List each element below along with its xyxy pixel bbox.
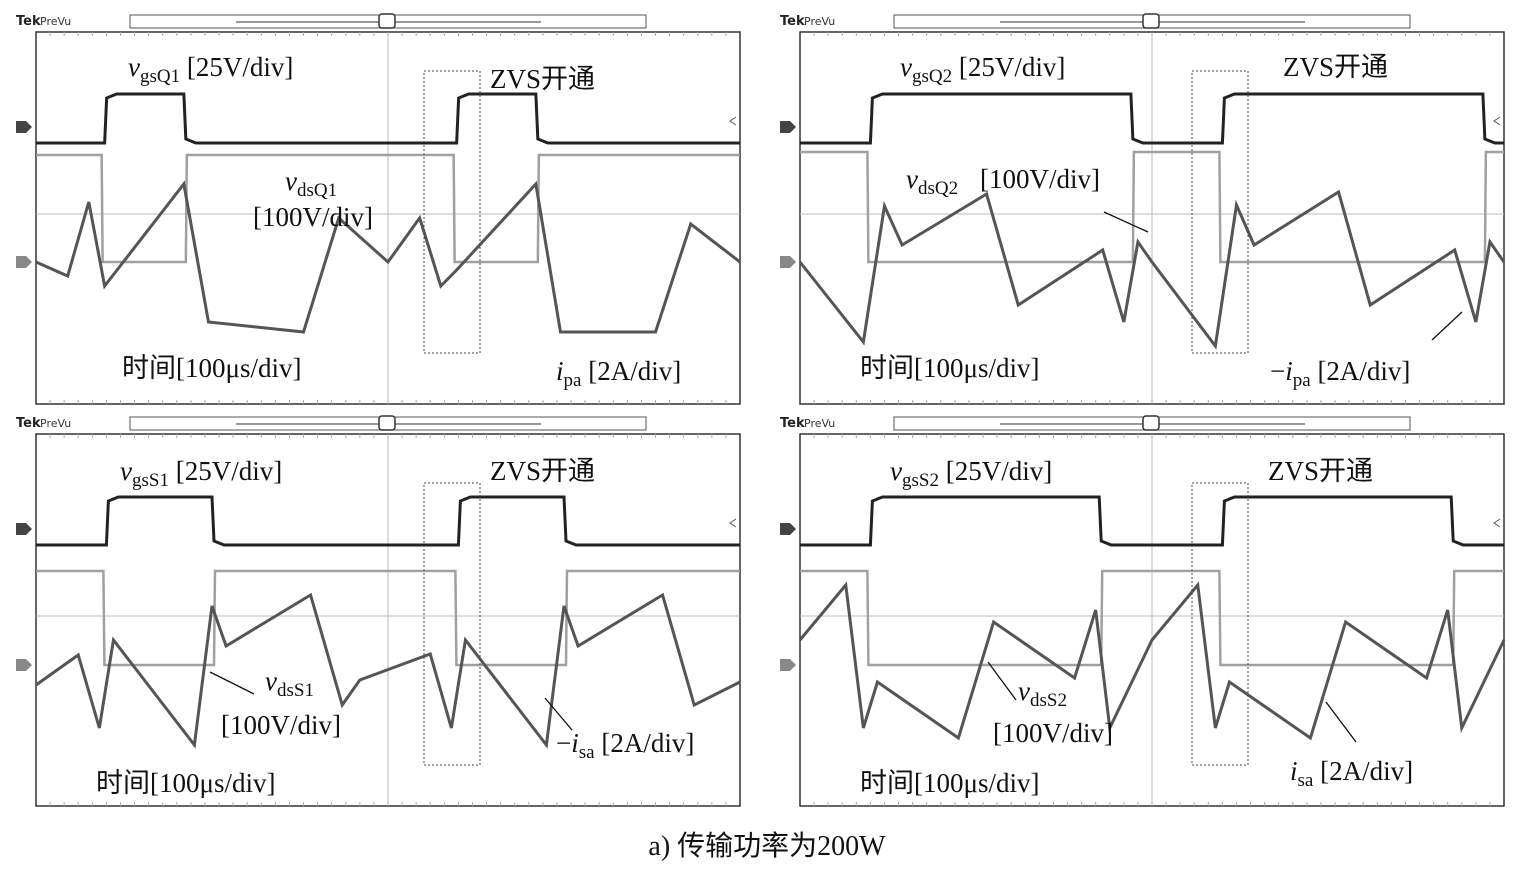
scope-mode: PreVu	[40, 417, 71, 430]
channel-2-marker	[16, 659, 32, 671]
drain-voltage-label: vdsS2	[1018, 676, 1067, 711]
channel-2-marker	[16, 256, 32, 268]
drain-label-leader	[209, 671, 255, 695]
gate-voltage-trace	[800, 92, 1504, 145]
channel-1-marker	[780, 121, 796, 133]
zvs-annotation: ZVS开通	[1283, 52, 1388, 82]
channel-2-marker	[780, 659, 796, 671]
drain-voltage-trace	[800, 569, 1504, 667]
gate-voltage-trace	[36, 92, 740, 145]
gate-voltage-label: vgsS2 [25V/div]	[890, 456, 1052, 491]
gate-voltage-label: vgsS1 [25V/div]	[120, 456, 282, 491]
figure-caption: a) 传输功率为200W	[648, 831, 886, 862]
time-scale-label: 时间[100μs/div]	[96, 768, 275, 798]
current-label: ipa [2A/div]	[556, 356, 681, 391]
drain-voltage-label: vdsQ1	[285, 166, 337, 201]
current-trace	[798, 189, 1506, 350]
zvs-annotation: ZVS开通	[1268, 456, 1373, 486]
zvs-highlight-box	[1191, 482, 1249, 766]
gate-voltage-trace	[36, 495, 740, 547]
drain-voltage-label: vdsS1	[265, 666, 314, 701]
drain-voltage-trace	[36, 569, 740, 667]
drain-voltage-scale: [100V/div]	[253, 202, 373, 232]
drain-voltage-trace	[800, 150, 1504, 264]
drain-voltage-label: vdsQ2	[906, 164, 958, 199]
drain-voltage-scale: [100V/div]	[221, 710, 341, 740]
current-label: −isa [2A/div]	[556, 728, 694, 763]
current-trace	[798, 581, 1506, 741]
current-label-leader	[1325, 701, 1357, 743]
scope-mode: PreVu	[804, 15, 835, 28]
current-trace	[35, 180, 741, 334]
scope-brand: Tek	[780, 416, 805, 431]
trigger-level-marker	[729, 116, 737, 126]
current-label-leader	[1431, 311, 1463, 341]
scope-brand: Tek	[16, 416, 41, 431]
zvs-annotation: ZVS开通	[490, 456, 595, 486]
channel-1-marker	[780, 523, 796, 535]
gate-voltage-trace	[800, 495, 1504, 547]
gate-voltage-label: vgsQ1 [25V/div]	[128, 52, 293, 87]
drain-label-leader	[1103, 211, 1149, 233]
trigger-level-marker	[729, 518, 737, 528]
trigger-level-marker	[1493, 518, 1501, 528]
drain-label-leader	[987, 661, 1017, 701]
scope-mode: PreVu	[804, 417, 835, 430]
scope-brand: Tek	[16, 14, 41, 29]
current-label-leader	[544, 697, 573, 731]
zvs-annotation: ZVS开通	[490, 64, 595, 94]
gate-voltage-label: vgsQ2 [25V/div]	[900, 52, 1065, 87]
channel-1-marker	[16, 121, 32, 133]
drain-voltage-trace	[36, 153, 740, 264]
drain-voltage-scale: [100V/div]	[993, 718, 1113, 748]
time-scale-label: 时间[100μs/div]	[122, 353, 301, 383]
trigger-position-marker	[378, 13, 396, 29]
drain-voltage-scale: [100V/div]	[980, 164, 1100, 194]
trigger-position-marker	[378, 415, 396, 431]
time-scale-label: 时间[100μs/div]	[860, 353, 1039, 383]
channel-2-marker	[780, 256, 796, 268]
trigger-level-marker	[1493, 116, 1501, 126]
time-scale-label: 时间[100μs/div]	[860, 768, 1039, 798]
zvs-highlight-box	[1191, 70, 1249, 354]
scope-brand: Tek	[780, 14, 805, 29]
zvs-highlight-box	[423, 482, 481, 766]
trigger-position-marker	[1142, 415, 1160, 431]
current-trace	[35, 592, 741, 749]
zvs-highlight-box	[423, 70, 481, 354]
channel-1-marker	[16, 523, 32, 535]
scope-mode: PreVu	[40, 15, 71, 28]
current-label: isa [2A/div]	[1290, 756, 1413, 791]
current-label: −ipa [2A/div]	[1270, 356, 1410, 391]
trigger-position-marker	[1142, 13, 1160, 29]
